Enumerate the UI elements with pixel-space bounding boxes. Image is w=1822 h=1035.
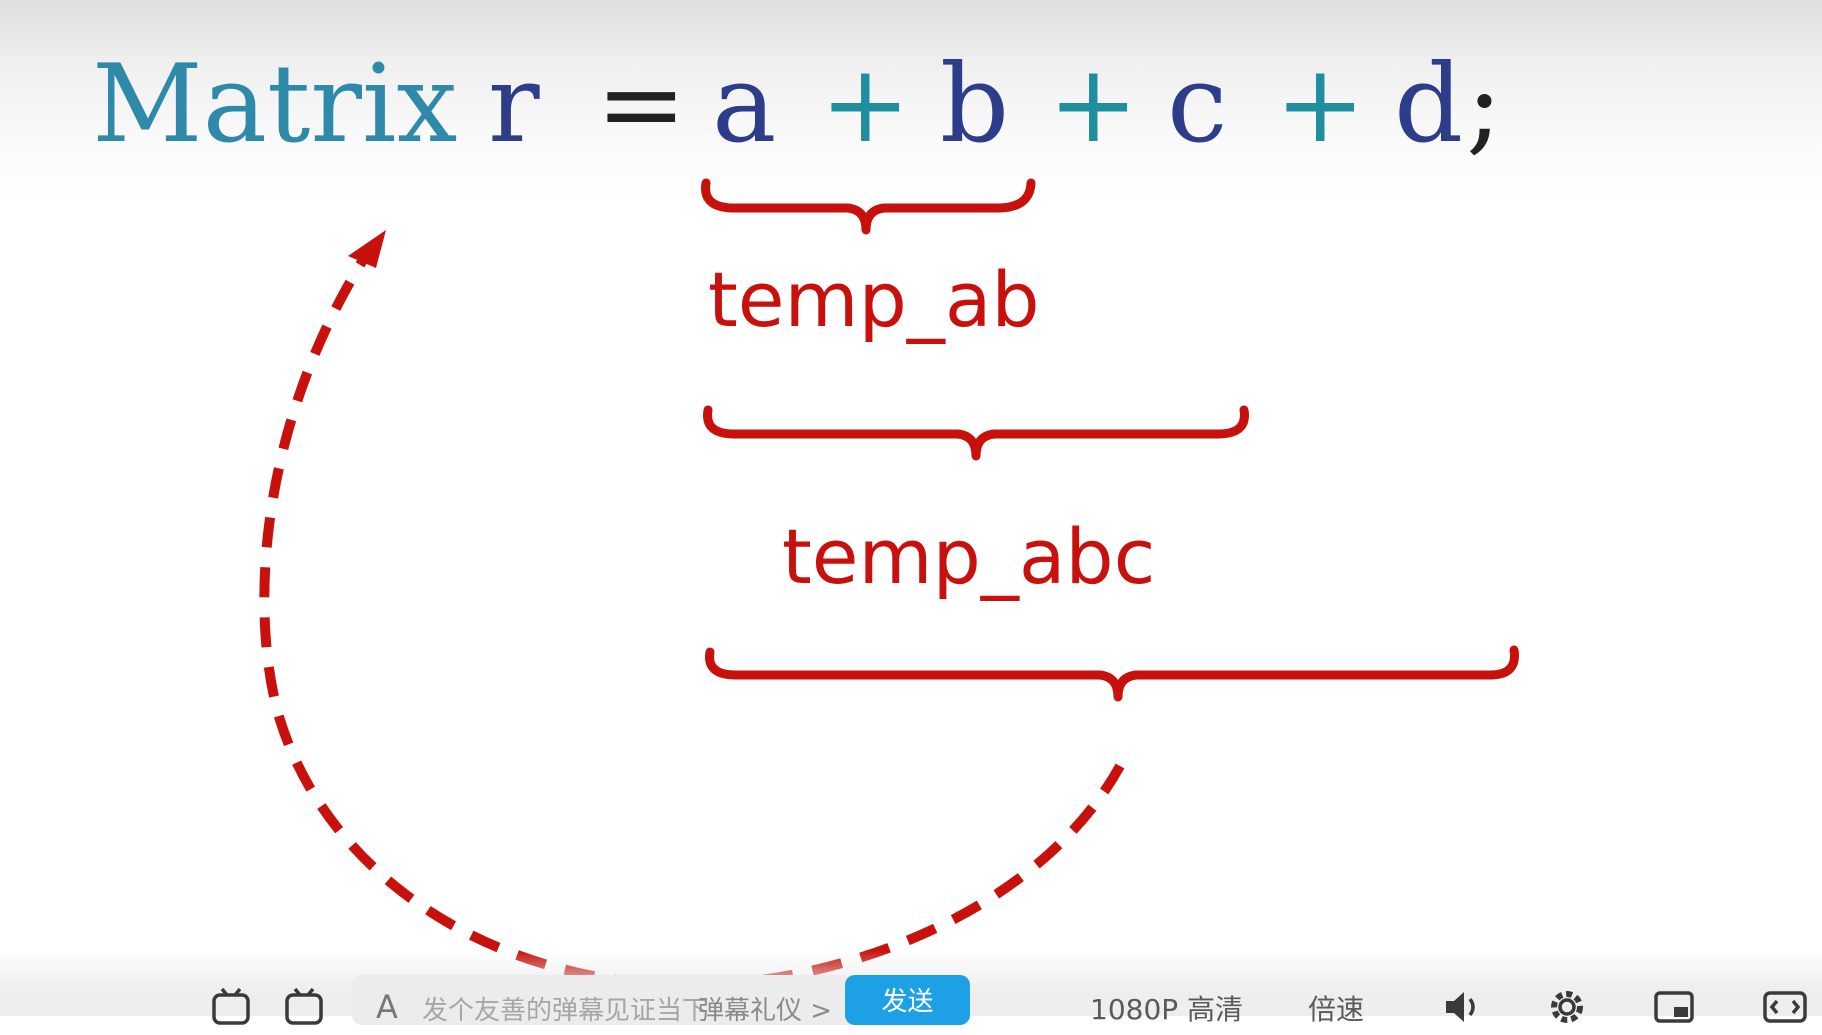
code-token-b: b — [940, 42, 1010, 167]
brace-ab — [701, 178, 1036, 235]
danmaku-etiquette-link[interactable]: 弹幕礼仪 > — [698, 996, 833, 1026]
assignment-arrowhead — [348, 230, 386, 268]
label-temp-ab: temp_ab — [708, 255, 1040, 344]
assignment-arrow-curve — [259, 249, 1125, 991]
label-temp-abc: temp_abc — [782, 512, 1156, 601]
widescreen-icon[interactable] — [1762, 985, 1808, 1035]
quality-selector[interactable]: 1080P 高清 — [1090, 993, 1244, 1026]
code-token-plus: + — [820, 42, 911, 167]
danmaku-settings-icon[interactable] — [283, 985, 327, 1035]
code-token-a: a — [712, 42, 777, 167]
danmaku-toggle-icon[interactable] — [210, 985, 254, 1035]
font-style-icon[interactable]: A — [376, 988, 398, 1026]
picture-in-picture-icon[interactable] — [1652, 985, 1696, 1035]
playback-speed-button[interactable]: 倍速 — [1308, 993, 1365, 1026]
code-token-d: d — [1394, 42, 1464, 167]
code-token-r: r — [488, 42, 540, 167]
code-token-equals: = — [596, 42, 687, 167]
settings-icon[interactable] — [1545, 985, 1589, 1035]
brace-abcd — [705, 645, 1519, 702]
volume-icon[interactable] — [1440, 985, 1484, 1035]
send-danmaku-button[interactable]: 发送 — [845, 975, 970, 1025]
code-token-plus: + — [1275, 42, 1366, 167]
brace-abc — [703, 405, 1249, 461]
code-token-semicolon: ; — [1466, 42, 1503, 167]
code-token-c: c — [1167, 42, 1228, 167]
code-token-plus: + — [1048, 42, 1139, 167]
code-token-matrix: Matrix — [92, 42, 458, 167]
danmaku-input-placeholder[interactable]: 发个友善的弹幕见证当下 — [422, 996, 709, 1026]
